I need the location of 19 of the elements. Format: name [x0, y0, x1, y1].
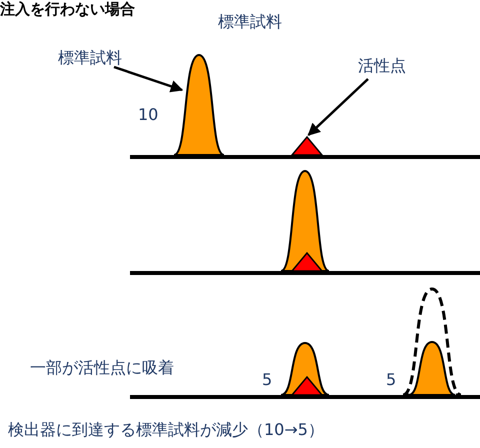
active-site-triangle [290, 136, 324, 156]
leader-line [308, 78, 369, 136]
part-label: 標準試料 [218, 12, 282, 32]
peak-shape [280, 170, 330, 272]
leader-line [114, 66, 184, 92]
heading: 注入を行わない場合 [0, 0, 135, 18]
peak-shape [173, 54, 225, 156]
dashed-peak-outline [402, 288, 462, 396]
part-label: 標準試料 [58, 48, 122, 68]
value-label: 5 [386, 370, 396, 390]
value-label: 10 [138, 105, 158, 124]
caption: 検出器に到達する標準試料が減少（10→5） [8, 420, 324, 440]
active-site-triangle [290, 252, 324, 272]
note: 一部が活性点に吸着 [30, 358, 174, 378]
part-label: 活性点 [358, 56, 406, 76]
active-site-triangle [290, 376, 324, 396]
peak-shape [408, 341, 456, 396]
peak-shape [280, 342, 330, 396]
value-label: 5 [262, 370, 272, 390]
